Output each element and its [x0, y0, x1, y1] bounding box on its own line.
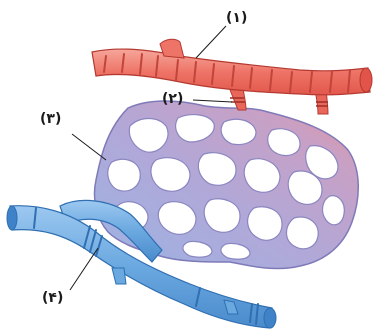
artery: [92, 39, 372, 114]
mesh-gap: [323, 196, 345, 225]
label-artery: (۱): [226, 10, 247, 26]
mesh-gap: [198, 153, 236, 185]
vein-stub: [112, 268, 126, 284]
callout-capillary: (۳): [40, 111, 106, 160]
leader-artery: [196, 26, 226, 58]
label-vein: (۴): [42, 290, 63, 306]
mesh-gap: [108, 159, 140, 191]
vein-end: [264, 308, 276, 328]
label-precapillary-sphincter: (۲): [162, 91, 183, 107]
callout-vein: (۴): [42, 248, 98, 306]
artery-stub: [160, 39, 184, 58]
callout-artery: (۱): [196, 10, 247, 58]
mesh-gap: [151, 158, 190, 192]
mesh-gap: [204, 199, 240, 233]
artery-end: [360, 68, 372, 92]
leader-vein: [70, 248, 98, 290]
mesh-gap: [287, 217, 319, 249]
leader-capillary: [72, 134, 106, 160]
vein-end: [7, 206, 17, 230]
leader-sphincter: [193, 100, 232, 102]
label-capillary-network: (۳): [40, 111, 61, 127]
artery-vessel: [92, 49, 370, 95]
mesh-gap: [221, 119, 256, 144]
